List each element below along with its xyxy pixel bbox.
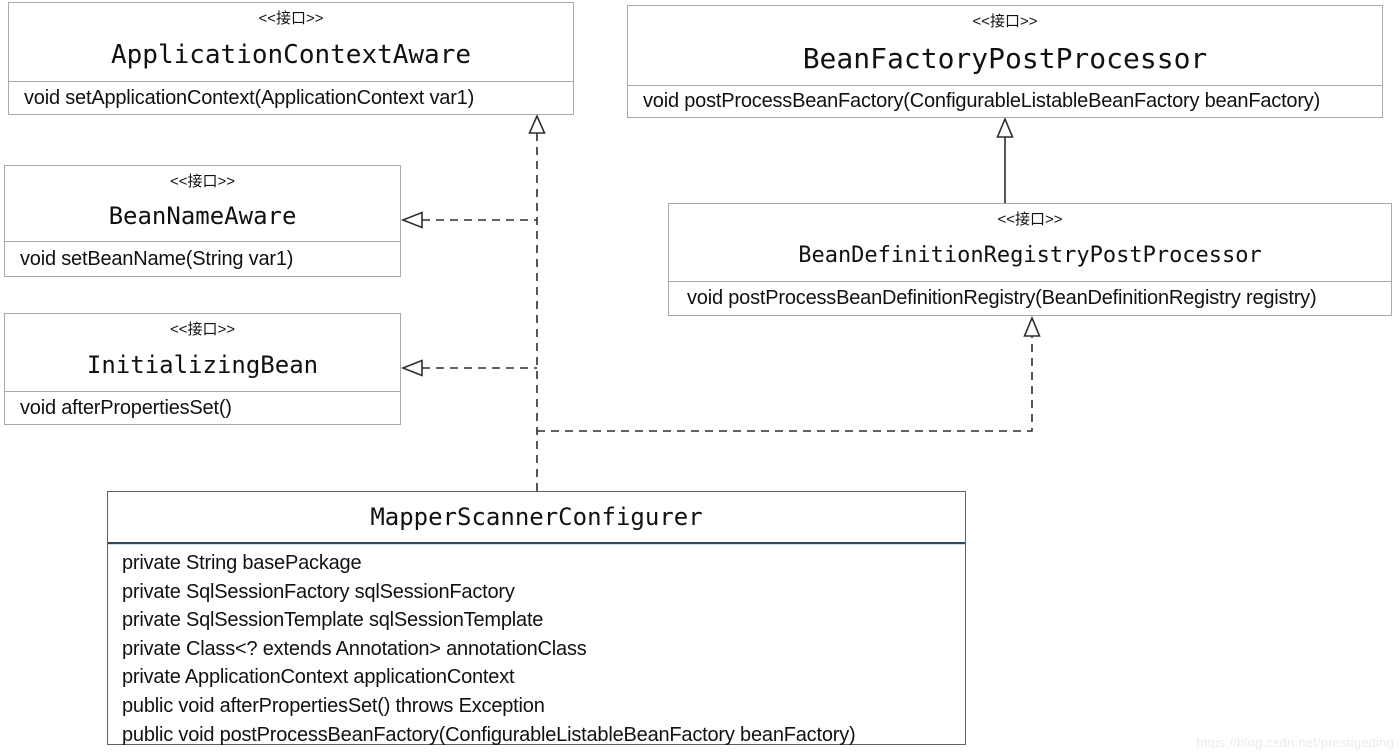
connector-registryprocessor-to-beanfactorypostprocessor (996, 116, 1014, 203)
interface-name: InitializingBean (86, 351, 319, 379)
interface-box-initializingbean: <<接口>> InitializingBean void afterProper… (4, 313, 401, 425)
interface-stereotype: <<接口>> (258, 10, 324, 27)
interface-box-applicationcontextaware: <<接口>> ApplicationContextAware void setA… (8, 2, 574, 115)
interface-name: BeanNameAware (108, 202, 297, 230)
class-members-compartment: private String basePackage private SqlSes… (108, 542, 965, 749)
interface-box-beanfactorypostprocessor: <<接口>> BeanFactoryPostProcessor void pos… (627, 5, 1383, 118)
interface-title-compartment: <<接口>> ApplicationContextAware (9, 3, 573, 81)
interface-name: ApplicationContextAware (110, 39, 472, 70)
interface-method: void afterPropertiesSet() (5, 391, 400, 424)
hollow-triangle-arrowhead-icon (400, 359, 423, 377)
class-member: private SqlSessionTemplate sqlSessionTem… (122, 609, 544, 632)
interface-box-beandefinitionregistrypostprocessor: <<接口>> BeanDefinitionRegistryPostProcess… (668, 203, 1392, 316)
interface-title-compartment: <<接口>> BeanNameAware (5, 166, 400, 241)
class-name: MapperScannerConfigurer (370, 503, 703, 531)
interface-method: void setApplicationContext(ApplicationCo… (9, 81, 573, 114)
watermark-text: https://blog.csdn.net/prestigeding (1196, 735, 1394, 750)
interface-title-compartment: <<接口>> BeanFactoryPostProcessor (628, 6, 1382, 85)
hollow-triangle-arrowhead-icon (1023, 315, 1041, 337)
interface-stereotype: <<接口>> (169, 321, 236, 338)
class-member: public void afterPropertiesSet() throws … (122, 694, 545, 717)
interface-method: void postProcessBeanFactory(Configurable… (628, 85, 1382, 117)
class-member: private ApplicationContext applicationCo… (122, 666, 515, 689)
connector-mapper-to-beandefinitionregistrypostprocessor (537, 315, 1041, 432)
class-member: public void postProcessBeanFactory(Confi… (122, 723, 856, 746)
interface-stereotype: <<接口>> (972, 13, 1038, 30)
hollow-triangle-arrowhead-icon (996, 116, 1014, 138)
class-member: private String basePackage (122, 552, 362, 574)
connector-mapper-to-beannameaware (400, 211, 537, 229)
interface-title-compartment: <<接口>> BeanDefinitionRegistryPostProcess… (669, 204, 1391, 281)
interface-name: BeanDefinitionRegistryPostProcessor (798, 242, 1262, 268)
interface-box-beannameaware: <<接口>> BeanNameAware void setBeanName(St… (4, 165, 401, 277)
interface-stereotype: <<接口>> (169, 173, 236, 190)
interface-method: void setBeanName(String var1) (5, 241, 400, 276)
interface-name: BeanFactoryPostProcessor (802, 41, 1208, 75)
class-member: private SqlSessionFactory sqlSessionFact… (122, 580, 515, 603)
interface-stereotype: <<接口>> (997, 211, 1063, 228)
class-box-mapperscannerconfigurer: MapperScannerConfigurer private String b… (107, 491, 966, 746)
class-member: private Class<? extends Annotation> anno… (122, 637, 587, 660)
connector-mapper-to-initializingbean (400, 359, 537, 377)
interface-method: void postProcessBeanDefinitionRegistry(B… (669, 281, 1391, 315)
interface-title-compartment: <<接口>> InitializingBean (5, 314, 400, 391)
hollow-triangle-arrowhead-icon (400, 211, 423, 229)
class-title-compartment: MapperScannerConfigurer (108, 492, 965, 542)
hollow-triangle-arrowhead-icon (528, 114, 546, 134)
connector-mapper-to-applicationcontextaware (528, 114, 546, 491)
